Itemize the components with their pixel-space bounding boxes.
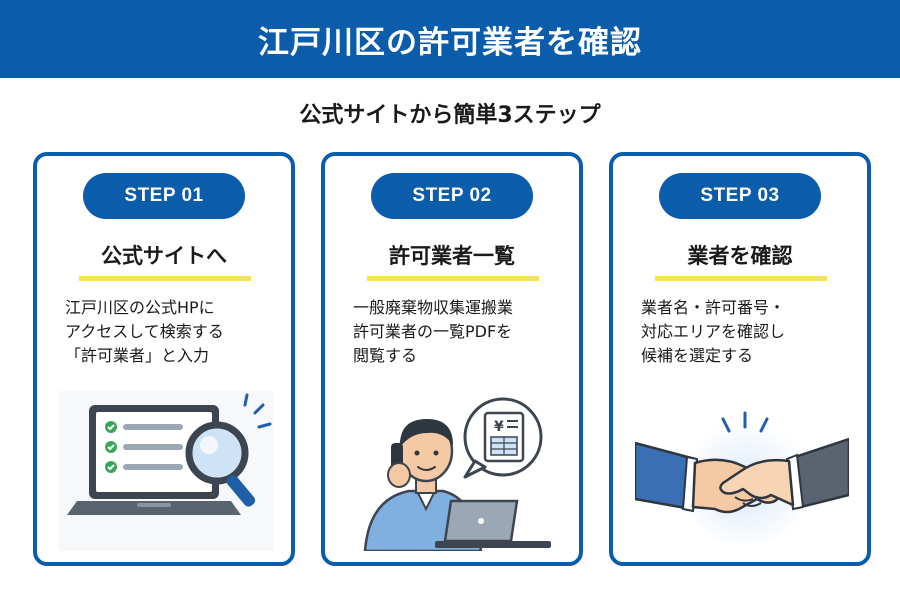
step-description-1: 江戸川区の公式HPに アクセスして検索する 「許可業者」と入力 xyxy=(65,296,275,368)
yen-symbol: ¥ xyxy=(494,419,504,435)
description-line: 一般廃棄物収集運搬業 xyxy=(353,298,514,317)
step-description-2: 一般廃棄物収集運搬業 許可業者の一覧PDFを 閲覧する xyxy=(353,296,563,368)
title-underline xyxy=(79,276,251,281)
step-title-3: 業者を確認 xyxy=(687,244,793,268)
description-line: 江戸川区の公式HPに xyxy=(65,298,215,317)
description-line: 許可業者の一覧PDFを xyxy=(353,322,513,341)
step-title-2: 許可業者一覧 xyxy=(389,244,515,268)
description-line: 候補を選定する xyxy=(641,346,754,365)
step-label-1: STEP 01 xyxy=(83,173,245,219)
handshake-icon xyxy=(635,411,849,545)
title-underline xyxy=(655,276,827,281)
description-line: 対応エリアを確認し xyxy=(641,322,786,341)
page-title: 江戸川区の許可業者を確認 xyxy=(258,24,642,61)
description-line: 業者名・許可番号・ xyxy=(641,298,786,317)
description-line: 「許可業者」と入力 xyxy=(65,346,210,365)
description-line: アクセスして検索する xyxy=(65,322,224,341)
person-phone-laptop-icon: ¥ xyxy=(363,397,551,551)
description-line: 閲覧する xyxy=(353,346,418,365)
laptop-magnifier-icon xyxy=(59,391,273,551)
step-label-2: STEP 02 xyxy=(371,173,533,219)
step-description-3: 業者名・許可番号・ 対応エリアを確認し 候補を選定する xyxy=(641,296,851,368)
step-label-3: STEP 03 xyxy=(659,173,821,219)
page-header: 江戸川区の許可業者を確認 xyxy=(0,0,900,78)
step-card-3: STEP 03 業者を確認 業者名・許可番号・ 対応エリアを確認し 候補を選定す… xyxy=(609,152,871,566)
step-card-1: STEP 01 公式サイトへ 江戸川区の公式HPに アクセスして検索する 「許可… xyxy=(33,152,295,566)
step-title-1: 公式サイトへ xyxy=(101,244,227,268)
title-underline xyxy=(367,276,539,281)
step-card-2: STEP 02 許可業者一覧 一般廃棄物収集運搬業 許可業者の一覧PDFを 閲覧… xyxy=(321,152,583,566)
page-subtitle: 公式サイトから簡単3ステップ xyxy=(299,103,601,128)
